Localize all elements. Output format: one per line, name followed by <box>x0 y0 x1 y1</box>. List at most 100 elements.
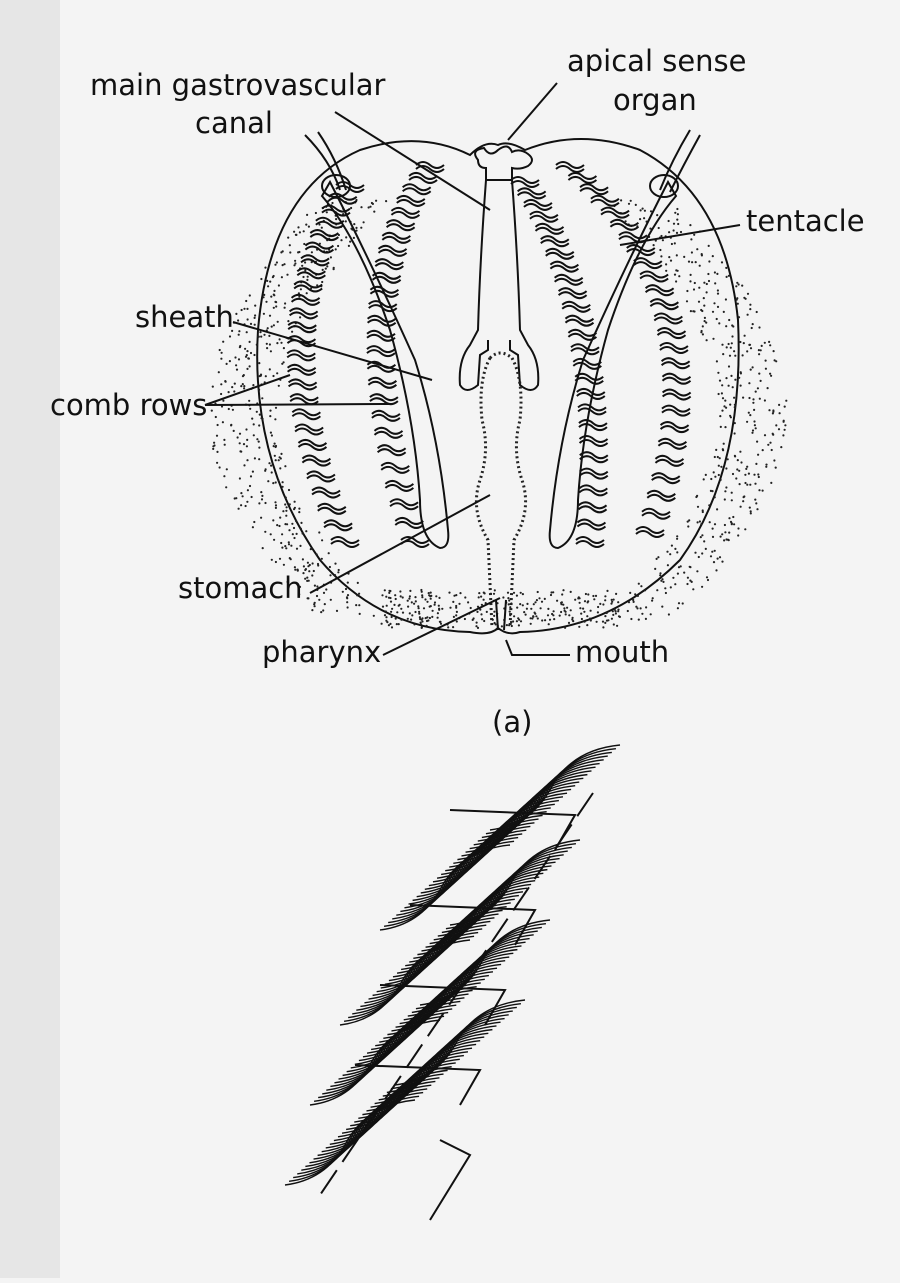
stipple-dot <box>383 589 386 592</box>
stipple-dot <box>681 602 684 605</box>
stipple-dot <box>459 592 462 595</box>
stipple-dot <box>725 325 728 328</box>
comb-plate <box>609 218 640 231</box>
stipple-dot <box>315 553 318 556</box>
stipple-dot <box>258 424 261 427</box>
stipple-dot <box>673 273 677 276</box>
stipple-dot <box>733 403 737 406</box>
stipple-dot <box>251 470 254 473</box>
panel-label-a: (a) <box>492 705 532 739</box>
leader-mouth <box>505 639 570 656</box>
cilium-line <box>457 773 588 861</box>
stipple-dot <box>222 399 225 402</box>
stipple-dot <box>746 465 749 468</box>
stipple-dot <box>332 266 335 269</box>
stipple-dot <box>721 448 724 451</box>
stipple-dot <box>297 251 300 254</box>
stipple-dot <box>744 473 747 476</box>
stipple-dot <box>476 605 480 608</box>
stipple-dot <box>273 289 276 292</box>
stipple-dot <box>220 383 223 386</box>
stipple-dot <box>240 504 243 507</box>
stipple-dot <box>733 406 736 409</box>
stipple-dot <box>630 617 633 621</box>
stipple-dot <box>381 605 385 608</box>
stipple-dot <box>291 522 294 525</box>
stipple-dot <box>531 617 534 620</box>
stipple-dot <box>260 498 264 501</box>
stipple-dot <box>311 609 314 612</box>
cilium-line <box>394 999 526 1086</box>
comb-plate <box>600 206 630 219</box>
stipple-dot <box>735 285 738 288</box>
stipple-dot <box>534 601 537 604</box>
stipple-dot <box>479 608 482 611</box>
stipple-dot <box>605 619 609 622</box>
stipple-dot <box>273 454 276 457</box>
stipple-dot <box>584 592 588 596</box>
stipple-dot <box>644 589 647 592</box>
stipple-dot <box>649 613 652 616</box>
stipple-dot <box>252 423 255 426</box>
stipple-dot <box>617 610 620 613</box>
stipple-dot <box>612 623 615 626</box>
stipple-dot <box>220 351 223 354</box>
stipple-dot <box>657 556 660 559</box>
stipple-dot <box>515 594 519 597</box>
stipple-dot <box>245 428 248 431</box>
comb-plate <box>373 426 404 439</box>
stipple-dot <box>716 557 719 560</box>
stipple-dot <box>686 576 690 579</box>
stipple-dot <box>304 261 307 264</box>
stipple-dot <box>753 424 757 427</box>
comb-plate <box>590 194 620 207</box>
stipple-dot <box>337 233 340 237</box>
stipple-dot <box>524 613 527 616</box>
stipple-dot <box>506 591 510 594</box>
stipple-dot <box>507 603 510 606</box>
stipple-dot <box>311 562 314 565</box>
stipple-dot <box>694 261 697 264</box>
stipple-dot <box>431 609 434 612</box>
stipple-dot <box>754 427 757 430</box>
stipple-dot <box>749 414 752 417</box>
stipple-dot <box>274 444 278 448</box>
stipple-dot <box>712 471 715 474</box>
stipple-dot <box>254 304 257 307</box>
stipple-dot <box>306 278 309 281</box>
stipple-dot <box>722 442 725 445</box>
stipple-dot <box>640 585 643 588</box>
stipple-dot <box>335 218 338 221</box>
stipple-dot <box>329 574 332 577</box>
leader-stomach <box>309 494 491 594</box>
stipple-dot <box>583 610 586 613</box>
stipple-dot <box>394 617 397 620</box>
stipple-dot <box>249 407 252 410</box>
stipple-dot <box>274 459 277 462</box>
stipple-dot <box>519 591 522 594</box>
stipple-dot <box>550 591 553 594</box>
stipple-dot <box>223 475 226 478</box>
stipple-dot <box>563 607 566 610</box>
stipple-dot <box>742 342 745 345</box>
stipple-dot <box>723 405 726 408</box>
stipple-dot <box>700 329 703 333</box>
stipple-dot <box>778 412 781 415</box>
stipple-dot <box>589 619 592 622</box>
comb-plate <box>330 536 360 548</box>
stipple-dot <box>641 207 644 210</box>
stipple-dot <box>268 334 271 337</box>
comb-plate <box>315 216 345 229</box>
stipple-dot <box>274 263 277 266</box>
stipple-dot <box>654 567 657 571</box>
stipple-dot <box>728 531 731 534</box>
stipple-dot <box>394 594 397 597</box>
stipple-dot <box>408 597 411 600</box>
stipple-dot <box>417 605 420 608</box>
comb-plate <box>369 393 399 406</box>
stipple-dot <box>701 552 704 555</box>
stipple-dot <box>296 568 299 571</box>
comb-plate-4 <box>284 999 526 1186</box>
stipple-dot <box>645 606 648 609</box>
stipple-dot <box>711 527 714 530</box>
